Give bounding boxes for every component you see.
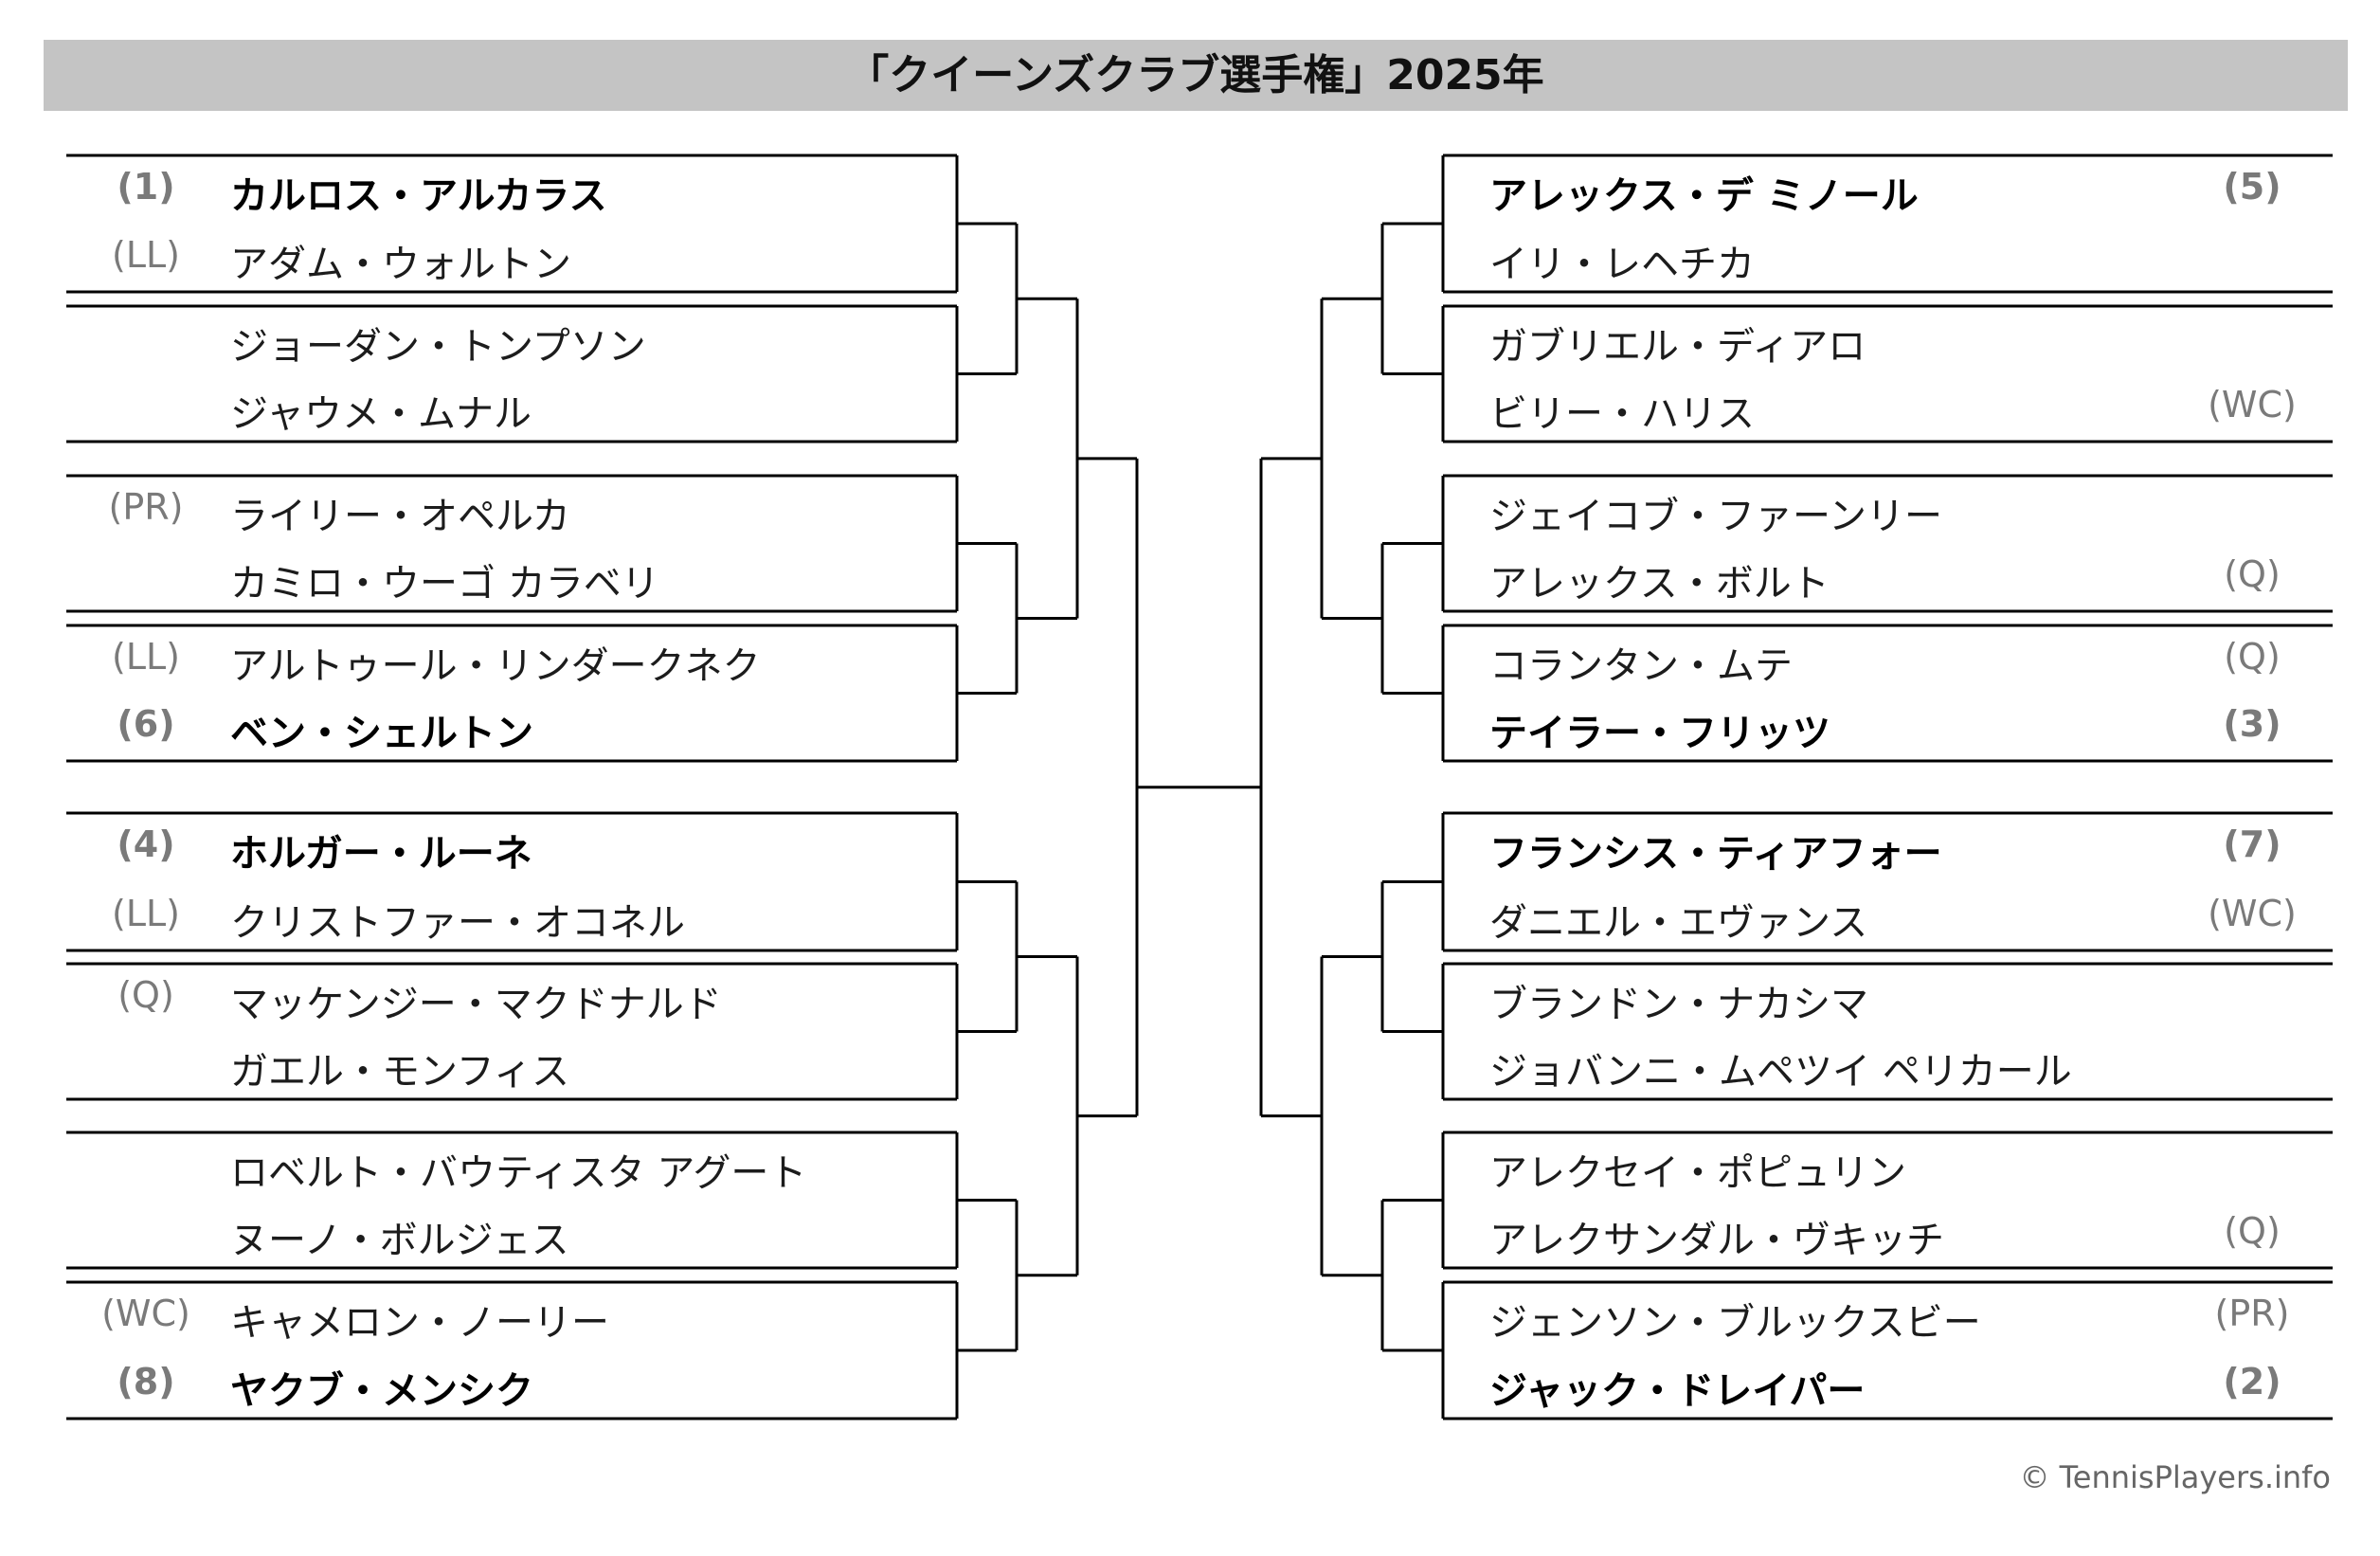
seed-tag: (Q)	[2224, 1210, 2281, 1253]
player-name: イリ・レヘチカ	[1489, 243, 1755, 286]
player-name: アダム・ウォルトン	[230, 243, 571, 286]
seed-tag: (LL)	[112, 892, 180, 934]
seed-tag: (Q)	[117, 973, 174, 1016]
title-bar: 「クイーンズクラブ選手権」2025年	[44, 40, 2348, 111]
player-name: ジェイコブ・ファーンリー	[1489, 494, 1942, 538]
seed-tag: (7)	[2223, 823, 2281, 866]
player-name: ジョーダン・トンプソン	[230, 324, 646, 369]
player-name: ブランドン・ナカシマ	[1489, 982, 1868, 1026]
player-name: クリストファー・オコネル	[230, 900, 685, 945]
player-name: ガブリエル・ディアロ	[1489, 324, 1866, 369]
player-name: アレックス・ボルト	[1489, 562, 1830, 606]
player-name: カルロス・アルカラス	[230, 174, 607, 218]
player-name: ビリー・ハリス	[1489, 392, 1755, 437]
player-name: ジョバンニ・ムペツイ ペリカール	[1489, 1050, 2072, 1095]
seed-tag: (PR)	[2214, 1293, 2290, 1334]
seed-tag: (WC)	[2208, 892, 2297, 934]
player-name: ベン・シェルトン	[230, 712, 533, 756]
seed-tag: (WC)	[2208, 384, 2297, 426]
player-name: テイラー・フリッツ	[1489, 712, 1830, 756]
player-name: アレックス・デ ミノール	[1489, 174, 1919, 218]
player-name: ヌーノ・ボルジェス	[230, 1219, 569, 1263]
player-name: ジェンソン・ブルックスビー	[1489, 1301, 1981, 1345]
seed-tag: (5)	[2223, 166, 2281, 208]
player-name: ロベルト・バウティスタ アグート	[230, 1150, 807, 1195]
seed-tag: (1)	[117, 166, 175, 208]
seed-tag: (6)	[117, 703, 175, 746]
player-name: ジャウメ・ムナル	[230, 392, 532, 437]
seed-tag: (8)	[117, 1361, 175, 1402]
seed-tag: (Q)	[2224, 553, 2281, 596]
player-name: アレクサンダル・ヴキッチ	[1489, 1219, 1944, 1263]
player-name: マッケンジー・マクドナルド	[230, 982, 722, 1026]
player-name: カミロ・ウーゴ カラベリ	[230, 562, 659, 606]
player-name: キャメロン・ノーリー	[230, 1301, 609, 1345]
player-name: アレクセイ・ポピュリン	[1489, 1150, 1906, 1195]
seed-tag: (PR)	[108, 485, 184, 528]
seed-tag: (3)	[2223, 703, 2281, 746]
player-name: ホルガー・ルーネ	[230, 832, 532, 877]
player-name: コランタン・ムテ	[1489, 643, 1793, 688]
page-title: 「クイーンズクラブ選手権」2025年	[847, 51, 1544, 100]
player-name: ガエル・モンフィス	[230, 1050, 569, 1095]
seed-tag: (WC)	[101, 1293, 190, 1334]
player-name: アルトゥール・リンダークネク	[230, 643, 761, 688]
player-name: ダニエル・エヴァンス	[1489, 900, 1868, 945]
seed-tag: (2)	[2223, 1361, 2281, 1402]
copyright-text: © TennisPlayers.info	[2019, 1459, 2331, 1495]
player-name: フランシス・ティアフォー	[1489, 832, 1942, 877]
seed-tag: (Q)	[2224, 635, 2281, 678]
player-name: ライリー・オペルカ	[230, 494, 570, 538]
player-name: ジャック・ドレイパー	[1489, 1369, 1866, 1413]
seed-tag: (LL)	[112, 234, 180, 276]
seed-tag: (LL)	[112, 635, 180, 678]
player-name: ヤクブ・メンシク	[230, 1369, 533, 1413]
seed-tag: (4)	[117, 823, 175, 866]
